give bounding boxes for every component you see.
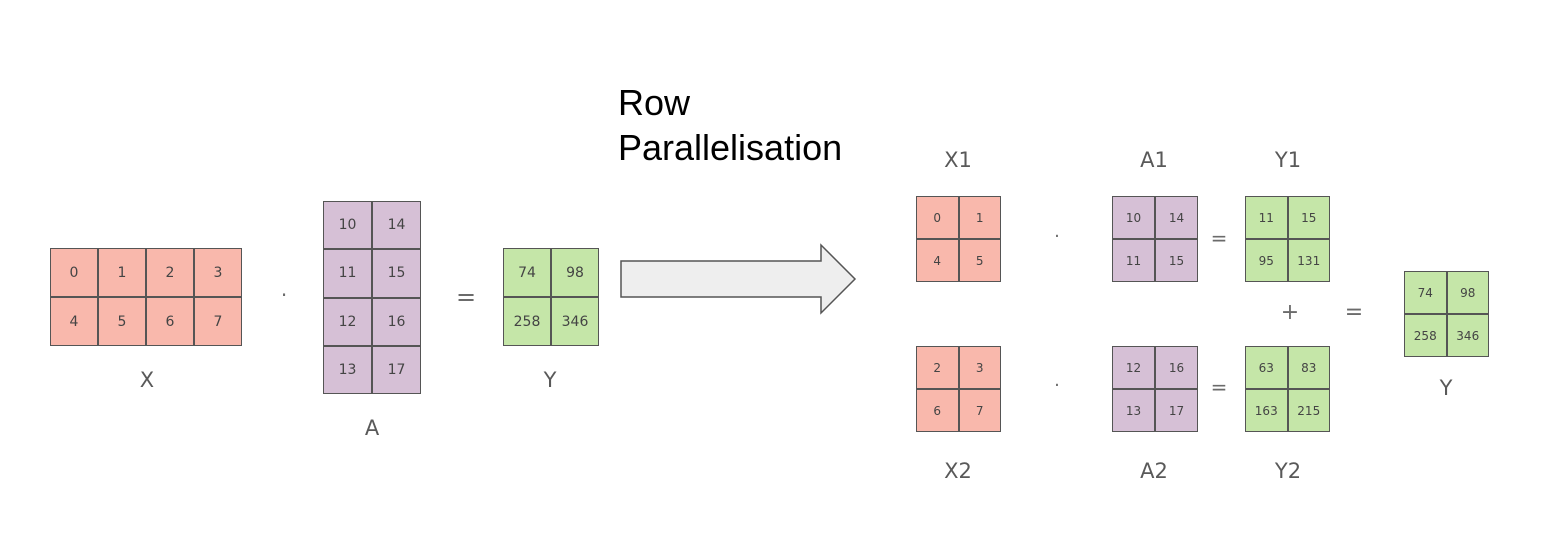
matrix-cell: 10 — [324, 202, 371, 249]
matrix-cell: 95 — [1246, 240, 1287, 281]
matrix-cell: 346 — [552, 298, 598, 345]
matrix-cell: 163 — [1246, 390, 1287, 431]
matrix-cell: 17 — [373, 346, 420, 393]
matrix-cell: 11 — [324, 250, 371, 297]
dot-operator: · — [280, 283, 288, 307]
label-x: X — [139, 368, 155, 392]
matrix-cell: 15 — [1288, 197, 1329, 238]
matrix-cell: 1 — [99, 249, 145, 296]
matrix-cell: 16 — [373, 298, 420, 345]
diagram-title: Row Parallelisation — [618, 80, 842, 170]
matrix-x: 0 1 2 3 4 5 6 7 — [50, 248, 242, 346]
matrix-cell: 15 — [1156, 240, 1197, 281]
label-y2: Y2 — [1274, 459, 1302, 483]
matrix-y2: 63 83 163 215 — [1245, 346, 1330, 432]
label-a: A — [364, 416, 380, 440]
equals-operator: = — [455, 283, 477, 311]
matrix-cell: 17 — [1156, 390, 1197, 431]
matrix-a1: 10 14 11 15 — [1112, 196, 1198, 282]
matrix-cell: 12 — [1113, 347, 1154, 388]
label-y1: Y1 — [1274, 148, 1302, 172]
matrix-cell: 83 — [1288, 347, 1329, 388]
label-y-result: Y — [1439, 376, 1453, 400]
title-line-2: Parallelisation — [618, 127, 843, 168]
matrix-cell: 346 — [1447, 315, 1488, 356]
matrix-cell: 215 — [1288, 390, 1329, 431]
matrix-cell: 74 — [1405, 272, 1446, 313]
label-y: Y — [543, 368, 557, 392]
matrix-cell: 4 — [917, 240, 958, 281]
matrix-cell: 98 — [552, 249, 598, 296]
matrix-cell: 4 — [51, 298, 97, 345]
matrix-cell: 2 — [917, 347, 958, 388]
matrix-cell: 7 — [959, 390, 1000, 431]
matrix-cell: 3 — [959, 347, 1000, 388]
matrix-cell: 6 — [147, 298, 193, 345]
matrix-cell: 12 — [324, 298, 371, 345]
label-x1: X1 — [944, 148, 972, 172]
matrix-cell: 14 — [1156, 197, 1197, 238]
matrix-cell: 258 — [504, 298, 550, 345]
matrix-cell: 0 — [51, 249, 97, 296]
matrix-y-result: 74 98 258 346 — [1404, 271, 1489, 357]
matrix-cell: 0 — [917, 197, 958, 238]
matrix-y1: 11 15 95 131 — [1245, 196, 1330, 282]
matrix-cell: 13 — [324, 346, 371, 393]
matrix-cell: 16 — [1156, 347, 1197, 388]
matrix-cell: 258 — [1405, 315, 1446, 356]
matrix-cell: 10 — [1113, 197, 1154, 238]
matrix-cell: 3 — [195, 249, 241, 296]
label-a2: A2 — [1140, 459, 1168, 483]
title-line-1: Row — [618, 82, 691, 123]
label-a1: A1 — [1140, 148, 1168, 172]
matrix-cell: 14 — [373, 202, 420, 249]
matrix-cell: 7 — [195, 298, 241, 345]
matrix-cell: 11 — [1246, 197, 1287, 238]
equals-operator: = — [1344, 300, 1364, 325]
dot-operator: · — [1054, 375, 1060, 396]
matrix-cell: 2 — [147, 249, 193, 296]
matrix-cell: 131 — [1288, 240, 1329, 281]
matrix-a2: 12 16 13 17 — [1112, 346, 1198, 432]
matrix-cell: 74 — [504, 249, 550, 296]
matrix-cell: 15 — [373, 250, 420, 297]
label-x2: X2 — [944, 459, 972, 483]
equals-operator: = — [1210, 375, 1228, 399]
matrix-cell: 5 — [99, 298, 145, 345]
matrix-cell: 6 — [917, 390, 958, 431]
matrix-cell: 1 — [959, 197, 1000, 238]
matrix-cell: 63 — [1246, 347, 1287, 388]
matrix-cell: 5 — [959, 240, 1000, 281]
matrix-a: 10 14 11 15 12 16 13 17 — [323, 201, 421, 394]
arrow-right-icon — [620, 243, 857, 315]
matrix-cell: 98 — [1447, 272, 1488, 313]
matrix-cell: 11 — [1113, 240, 1154, 281]
plus-operator: + — [1280, 300, 1300, 325]
matrix-x2: 2 3 6 7 — [916, 346, 1001, 432]
matrix-x1: 0 1 4 5 — [916, 196, 1001, 282]
matrix-cell: 13 — [1113, 390, 1154, 431]
dot-operator: · — [1054, 226, 1060, 247]
equals-operator: = — [1210, 226, 1228, 250]
matrix-y: 74 98 258 346 — [503, 248, 599, 346]
